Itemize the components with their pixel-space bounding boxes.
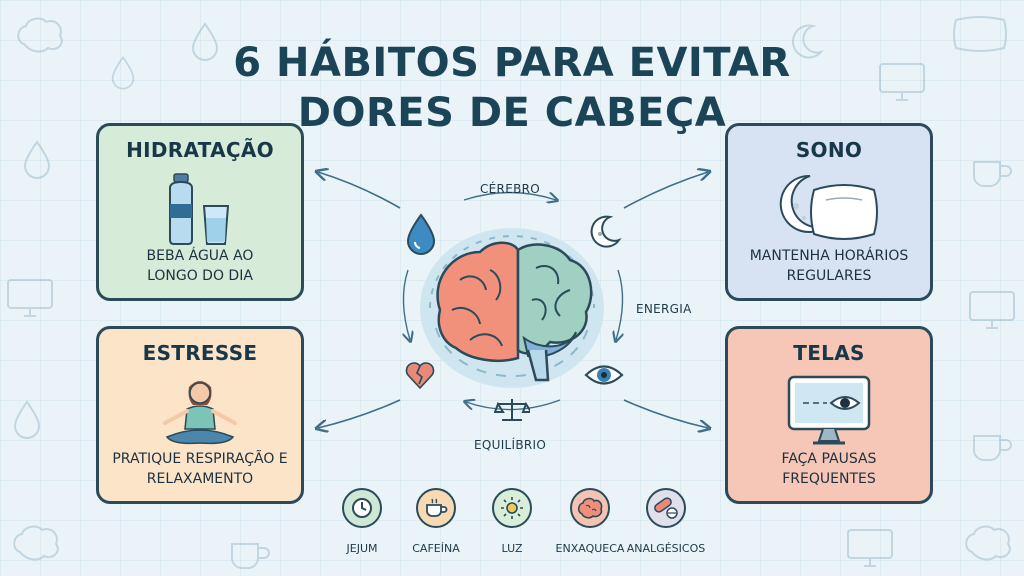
card-sleep-title: SONO [795, 138, 863, 162]
bottom-item-label: JEJUM [346, 542, 378, 555]
background-drop-icon [111, 55, 135, 90]
background-monitor-icon [7, 279, 53, 317]
card-stress-text: PRATIQUE RESPIRAÇÃO E RELAXAMENTO [112, 451, 288, 487]
bottom-item-light: LUZ [472, 488, 552, 555]
monitor-eye-icon [787, 375, 871, 445]
background-brain-icon [13, 525, 59, 561]
card-screens-text: FAÇA PAUSAS FREQUENTES [781, 451, 877, 487]
sun-icon [501, 497, 523, 519]
meditating-woman-icon [163, 381, 237, 445]
background-pillow-icon [953, 16, 1007, 52]
center-label-energy: ENERGIA [636, 302, 692, 316]
balance-scale-icon [494, 399, 530, 421]
background-brain-icon [965, 525, 1011, 561]
bottom-item-caffeine: CAFEÍNA [396, 488, 476, 555]
bottom-item-label: ENXAQUECA [555, 542, 625, 555]
coffee-cup-icon [426, 498, 448, 517]
card-sleep: SONO MANTENHA HORÁRIOS REGULARES [725, 123, 933, 301]
center-label-balance: EQUILÍBRIO [474, 438, 547, 452]
brain-illustration [420, 228, 604, 388]
card-hydration-text: BEBA ÁGUA AO LONGO DO DIA [146, 248, 254, 284]
clock-icon [352, 498, 372, 518]
background-drop-icon [13, 400, 41, 439]
card-screens-title: TELAS [793, 341, 865, 365]
background-coffee-icon [231, 543, 270, 569]
bottom-item-label: CAFEÍNA [412, 542, 460, 555]
background-monitor-icon [879, 63, 925, 101]
background-monitor-icon [847, 529, 893, 567]
background-coffee-icon [973, 435, 1012, 461]
moon-icon [590, 215, 622, 248]
bottom-item-painkillers: ANALGÉSICOS [626, 488, 706, 555]
broken-heart-icon [405, 362, 435, 390]
background-moon-icon [791, 24, 825, 59]
card-stress-title: ESTRESSE [142, 341, 258, 365]
water-bottle-glass-icon [169, 173, 230, 245]
bottom-item-label: ANALGÉSICOS [626, 542, 706, 555]
water-drop-icon [406, 213, 436, 255]
card-sleep-text: MANTENHA HORÁRIOS REGULARES [749, 248, 909, 284]
page-title: 6 HÁBITOS PARA EVITAR DORES DE CABEÇA [233, 40, 791, 136]
eye-icon [584, 365, 624, 385]
background-drop-icon [23, 140, 51, 179]
bottom-item-label: LUZ [501, 542, 523, 555]
moon-pillow-icon [779, 174, 878, 240]
background-brain-icon [17, 17, 63, 53]
background-coffee-icon [973, 161, 1012, 187]
background-drop-icon [191, 22, 219, 61]
bottom-item-fasting: JEJUM [322, 488, 402, 555]
bottom-item-migraine: ENXAQUECA [550, 488, 630, 555]
card-hydration: HIDRATAÇÃO BEBA ÁGUA AO LONGO DO DIA [96, 123, 304, 301]
card-screens: TELAS FAÇA PAUSAS FREQUENTES [725, 326, 933, 504]
card-stress: ESTRESSE PRATIQUE RESPIRAÇÃO E RELAXAMEN… [96, 326, 304, 504]
background-monitor-icon [969, 291, 1015, 329]
card-hydration-title: HIDRATAÇÃO [126, 138, 274, 162]
center-label-brain: CÉREBRO [480, 182, 540, 196]
pill-icon [654, 497, 678, 519]
brain-icon [577, 497, 603, 519]
